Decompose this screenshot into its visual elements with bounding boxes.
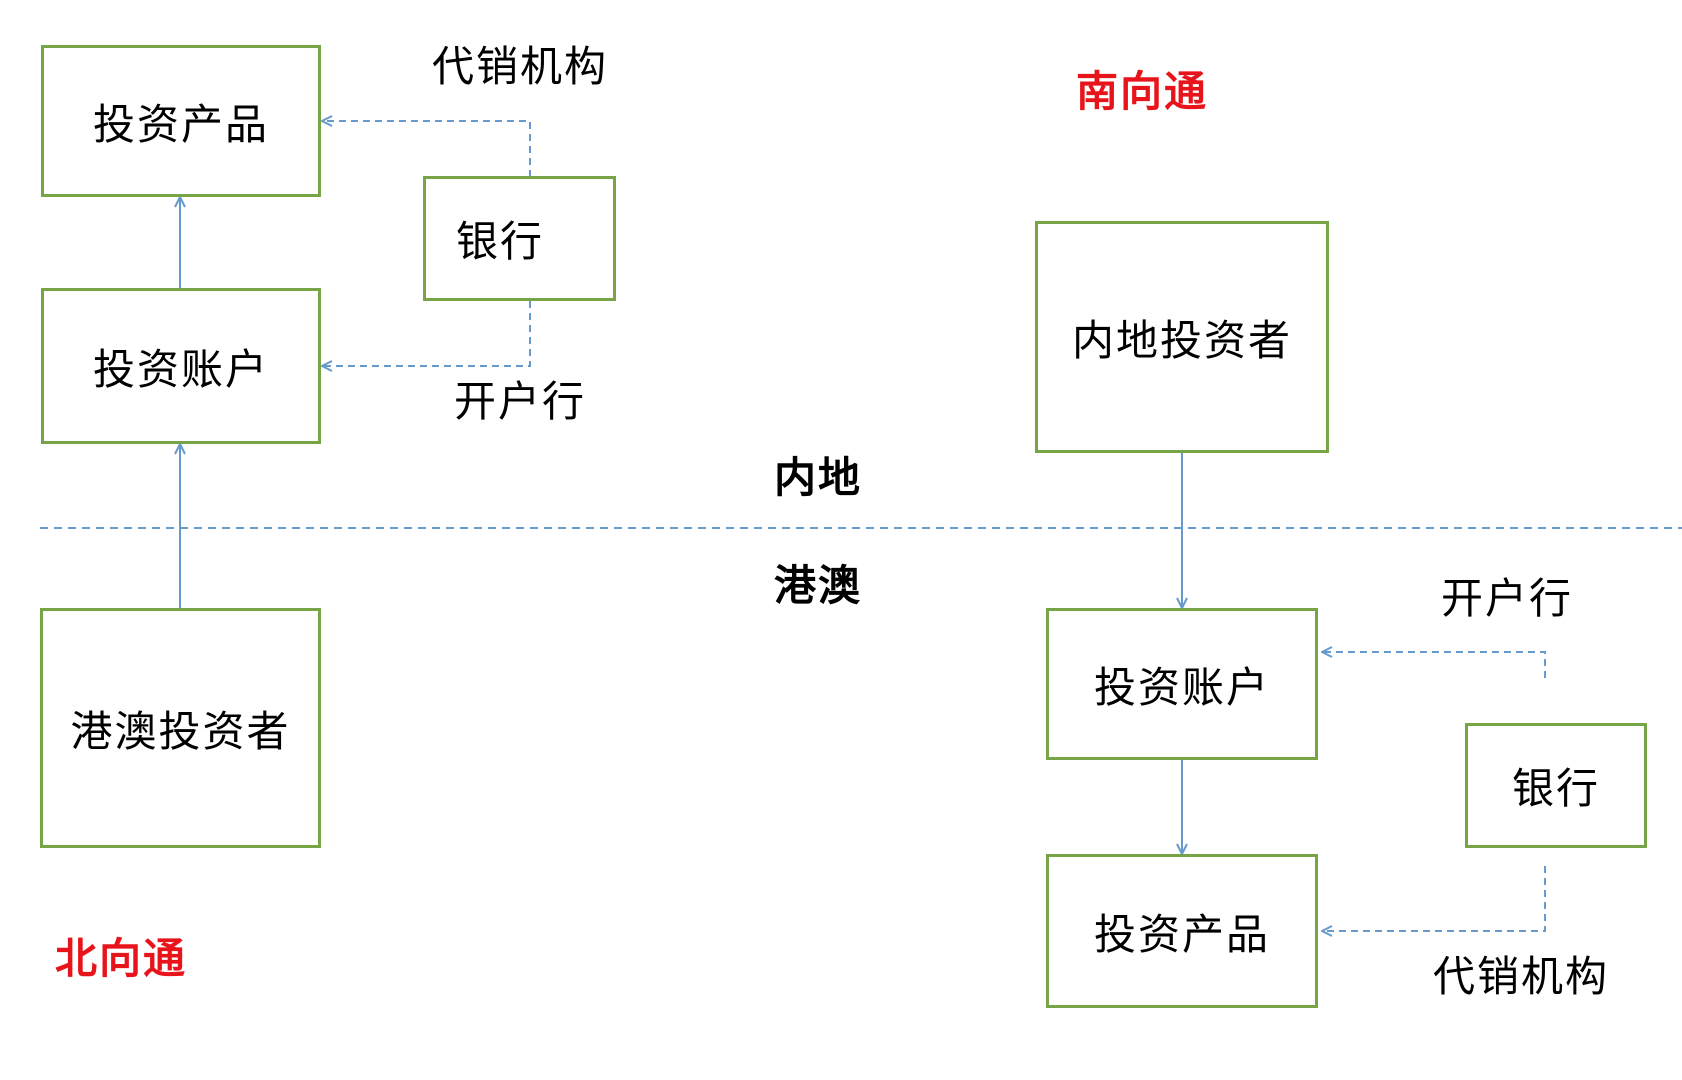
sb-investor-text: 内地投资者 [1071,315,1292,365]
nb-product-text: 投资产品 [92,99,269,149]
nb-product-box: 投资产品 [41,45,321,197]
sb-distributor-label: 代销机构 [1433,952,1610,1001]
sb-product-box: 投资产品 [1046,854,1318,1008]
sb-product-text: 投资产品 [1093,909,1270,959]
sb-bank-to-product-connector [1322,866,1546,931]
nb-investor-text: 港澳投资者 [70,706,291,756]
sb-bank-to-account-connector [1322,652,1546,678]
sb-account-bank-label: 开户行 [1441,574,1574,623]
nb-account-bank-label: 开户行 [454,377,587,426]
sb-bank-box: 银行 [1465,723,1647,848]
sb-account-box: 投资账户 [1046,608,1318,760]
sb-bank-text: 银行 [1511,764,1600,813]
northbound-title: 北向通 [55,934,188,983]
nb-investor-box: 港澳投资者 [40,608,321,848]
nb-bank-box: 银行 [423,176,616,301]
sb-investor-box: 内地投资者 [1035,221,1329,453]
nb-account-text: 投资账户 [92,344,269,394]
hk-macau-region-label: 港澳 [774,561,863,610]
nb-account-box: 投资账户 [41,288,321,444]
nb-bank-to-product-connector [322,121,531,177]
mainland-region-label: 内地 [774,453,863,502]
nb-distributor-label: 代销机构 [432,42,609,91]
nb-bank-to-account-connector [322,301,531,366]
nb-bank-text: 银行 [456,217,545,266]
southbound-title: 南向通 [1076,67,1209,116]
sb-account-text: 投资账户 [1093,662,1270,712]
